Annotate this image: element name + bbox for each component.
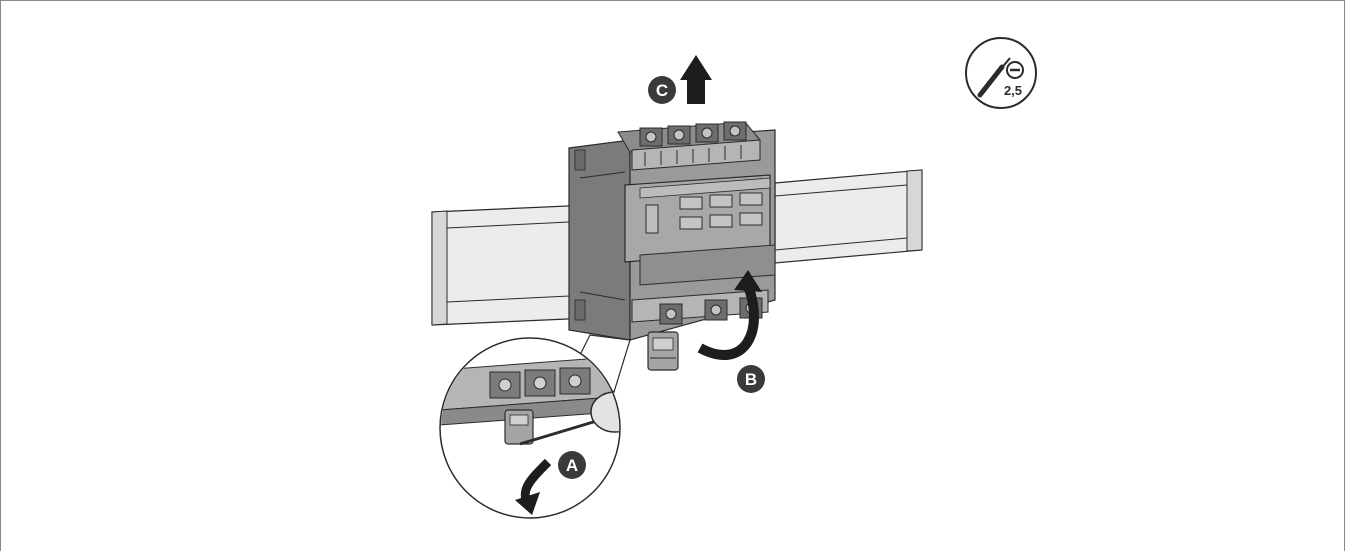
arrow-c <box>680 55 712 104</box>
arrow-b <box>697 270 762 360</box>
bottom-terminals <box>631 289 769 325</box>
step-b-label: B <box>745 370 757 389</box>
step-a-label: A <box>566 456 578 475</box>
badge-a: A <box>558 451 586 479</box>
release-latch <box>647 331 679 371</box>
din-rail-device <box>568 121 776 371</box>
din-rail <box>431 169 923 326</box>
badge-b: B <box>737 365 765 393</box>
front-switches <box>645 192 763 234</box>
top-terminals <box>631 121 761 171</box>
badge-c: C <box>648 76 676 104</box>
step-c-label: C <box>656 81 668 100</box>
tool-size-label: 2,5 <box>1004 83 1022 98</box>
flat-screwdriver-icon: 2,5 <box>965 37 1037 109</box>
detail-magnifier <box>439 334 631 519</box>
